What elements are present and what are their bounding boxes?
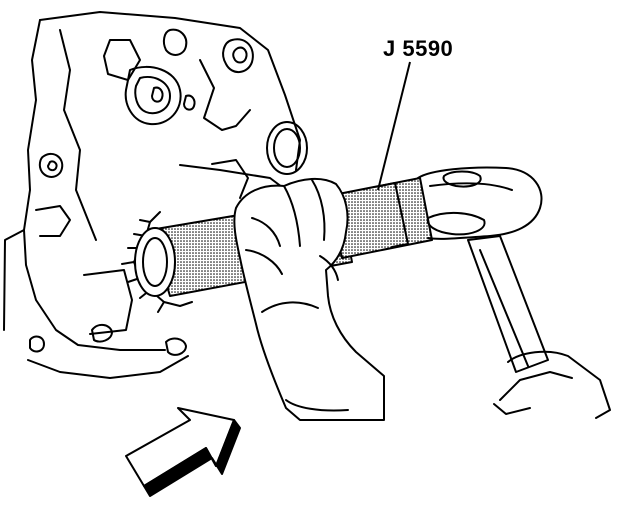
direction-arrow-icon [125, 407, 241, 497]
ratchet-handle [467, 235, 611, 419]
seal-ring [266, 121, 308, 175]
gloved-hand [233, 178, 385, 421]
callout-leader-line [377, 61, 411, 191]
tool-handle [327, 166, 543, 259]
tool-callout-label: J 5590 [383, 36, 454, 61]
engine-housing [3, 11, 301, 379]
